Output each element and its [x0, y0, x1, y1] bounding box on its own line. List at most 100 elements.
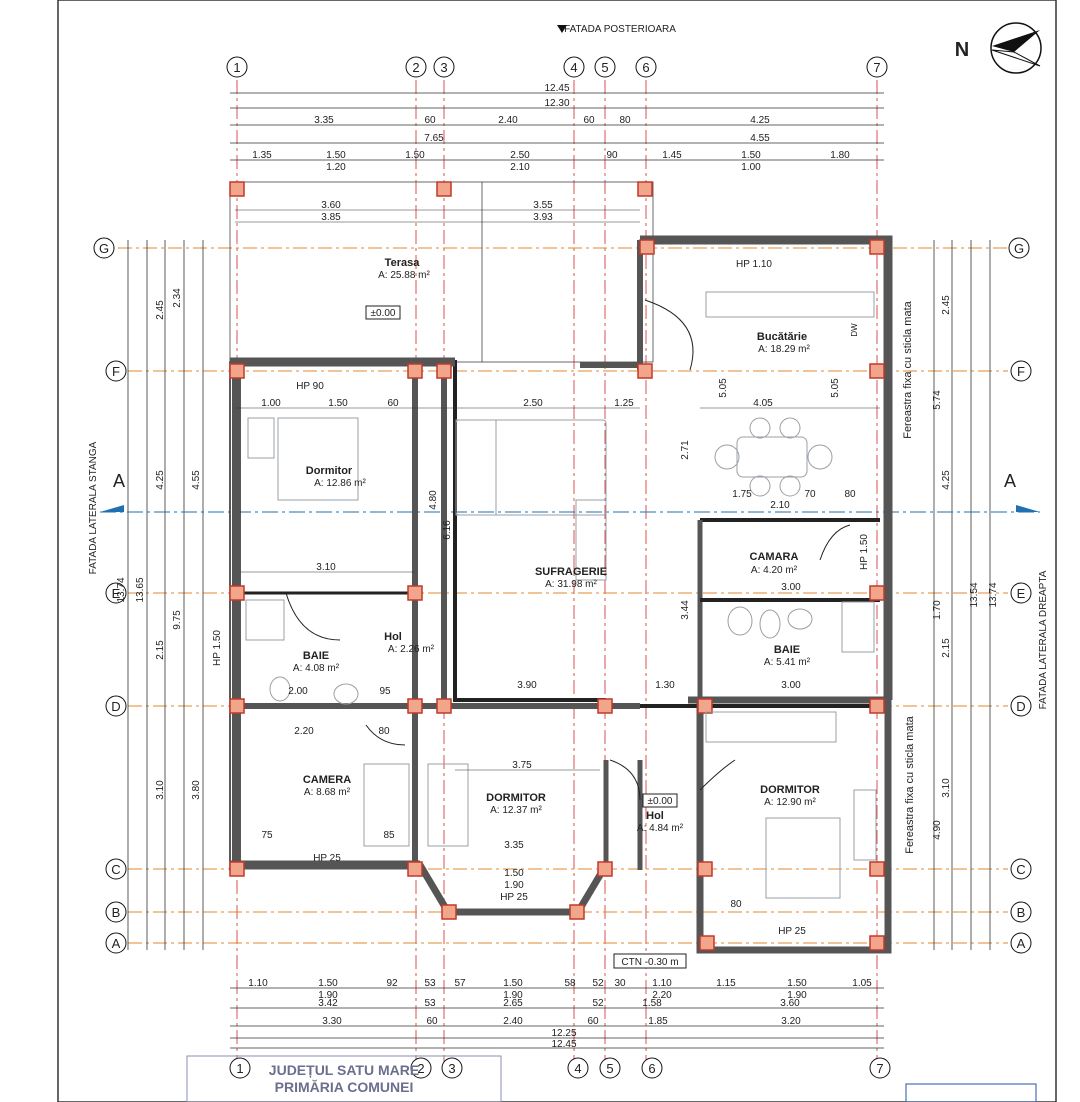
svg-text:12.45: 12.45 [551, 1039, 576, 1050]
svg-text:95: 95 [379, 686, 391, 697]
svg-text:60: 60 [583, 115, 595, 126]
svg-text:3.60: 3.60 [780, 998, 800, 1009]
svg-text:12.45: 12.45 [544, 83, 569, 94]
section-mark-right: A [1004, 471, 1016, 491]
hall-level: ±0.00 [648, 796, 673, 807]
room-area: A: 4.08 m² [293, 663, 340, 674]
svg-text:1.50: 1.50 [405, 150, 425, 161]
svg-text:4.80: 4.80 [428, 490, 439, 510]
svg-text:80: 80 [378, 726, 390, 737]
svg-text:HP 1.50: HP 1.50 [859, 534, 870, 570]
svg-text:13.74: 13.74 [988, 582, 999, 607]
north-arrow-icon [990, 22, 1042, 74]
svg-text:2.00: 2.00 [288, 686, 308, 697]
svg-text:2.20: 2.20 [294, 726, 314, 737]
svg-text:1.10: 1.10 [652, 978, 672, 989]
svg-text:G: G [1014, 241, 1024, 256]
svg-text:2.50: 2.50 [510, 150, 530, 161]
ctn-level: CTN -0.30 m [621, 957, 678, 968]
section-arrow-left-icon [100, 505, 124, 512]
svg-text:C: C [1016, 862, 1025, 877]
left-dimension-lines [127, 240, 204, 950]
terrace-level-box [365, 305, 401, 320]
rear-facade-arrow-icon [557, 25, 567, 33]
svg-text:3.35: 3.35 [314, 115, 334, 126]
svg-text:1.50: 1.50 [318, 978, 338, 989]
svg-text:3.75: 3.75 [512, 760, 532, 771]
svg-text:JUDEȚUL SATU MARE: JUDEȚUL SATU MARE [269, 1062, 419, 1078]
svg-text:1.50: 1.50 [328, 398, 348, 409]
svg-text:3.10: 3.10 [941, 778, 952, 798]
svg-text:HP 1.50: HP 1.50 [212, 630, 223, 666]
svg-text:1.25: 1.25 [614, 398, 634, 409]
room-area: A: 12.86 m² [314, 478, 366, 489]
svg-text:1.90: 1.90 [318, 990, 338, 1001]
svg-text:3.90: 3.90 [517, 680, 537, 691]
svg-text:3.00: 3.00 [781, 680, 801, 691]
svg-text:1.00: 1.00 [741, 162, 761, 173]
fixed-window-note-top: Fereastra fixa cu sticla mata [902, 300, 914, 438]
svg-text:1.45: 1.45 [662, 150, 682, 161]
svg-text:3.20: 3.20 [781, 1016, 801, 1027]
svg-text:13.65: 13.65 [135, 577, 146, 602]
svg-text:60: 60 [426, 1016, 438, 1027]
svg-text:80: 80 [730, 899, 742, 910]
north-label: N [955, 39, 969, 61]
stamp-corner [905, 1083, 1037, 1102]
svg-text:7: 7 [876, 1061, 883, 1076]
svg-text:4: 4 [570, 60, 577, 75]
svg-text:F: F [112, 364, 120, 379]
bottom-dimensions: 1.10 1.50 92 53 57 1.50 58 52 30 1.10 1.… [248, 978, 872, 1050]
svg-text:3: 3 [440, 60, 447, 75]
svg-text:9.75: 9.75 [172, 610, 183, 630]
svg-text:1.90: 1.90 [504, 880, 524, 891]
room-name: Terasa [385, 257, 421, 269]
svg-text:C: C [111, 862, 120, 877]
svg-text:7.65: 7.65 [424, 133, 444, 144]
svg-text:4.05: 4.05 [753, 398, 773, 409]
svg-text:1: 1 [236, 1061, 243, 1076]
room-area: A: 2.26 m² [388, 644, 435, 655]
svg-text:3.42: 3.42 [318, 998, 338, 1009]
svg-text:53: 53 [424, 998, 436, 1009]
top-dimension-lines [230, 92, 884, 161]
svg-text:3: 3 [448, 1061, 455, 1076]
room-name: CAMARA [750, 551, 799, 563]
svg-text:1.90: 1.90 [787, 990, 807, 1001]
svg-text:2.65: 2.65 [503, 998, 523, 1009]
room-labels: Terasa A: 25.88 m² Bucătărie A: 18.29 m²… [293, 257, 820, 834]
municipal-stamp: JUDEȚUL SATU MARE PRIMĂRIA COMUNEI [186, 1055, 502, 1102]
room-name: DORMITOR [486, 792, 546, 804]
svg-text:2.50: 2.50 [523, 398, 543, 409]
hall-level-box [642, 793, 678, 808]
svg-text:7: 7 [873, 60, 880, 75]
svg-text:HP 25: HP 25 [313, 853, 341, 864]
svg-text:1.50: 1.50 [741, 150, 761, 161]
room-name: BAIE [303, 650, 329, 662]
svg-text:5: 5 [601, 60, 608, 75]
svg-text:E: E [112, 586, 121, 601]
svg-text:4.55: 4.55 [750, 133, 770, 144]
room-name: Dormitor [306, 465, 353, 477]
section-arrow-right-icon [1016, 505, 1040, 512]
svg-text:1.05: 1.05 [852, 978, 872, 989]
sheet-border [57, 0, 1057, 1102]
svg-text:60: 60 [387, 398, 399, 409]
room-name: Hol [646, 810, 664, 822]
svg-text:1.70: 1.70 [932, 600, 943, 620]
column-bubbles-top: 1 2 3 4 5 6 7 [226, 56, 888, 78]
svg-text:1.15: 1.15 [716, 978, 736, 989]
room-name: BAIE [774, 644, 800, 656]
svg-text:3.30: 3.30 [322, 1016, 342, 1027]
svg-text:1.58: 1.58 [642, 998, 662, 1009]
dishwasher-label: DW [850, 323, 859, 337]
door-swings [285, 299, 851, 801]
svg-text:1: 1 [233, 60, 240, 75]
svg-text:2.15: 2.15 [155, 640, 166, 660]
svg-text:HP 1.10: HP 1.10 [736, 259, 772, 270]
room-area: A: 5.41 m² [764, 657, 811, 668]
svg-text:1.50: 1.50 [787, 978, 807, 989]
svg-text:2.45: 2.45 [155, 300, 166, 320]
svg-text:3.80: 3.80 [191, 780, 202, 800]
